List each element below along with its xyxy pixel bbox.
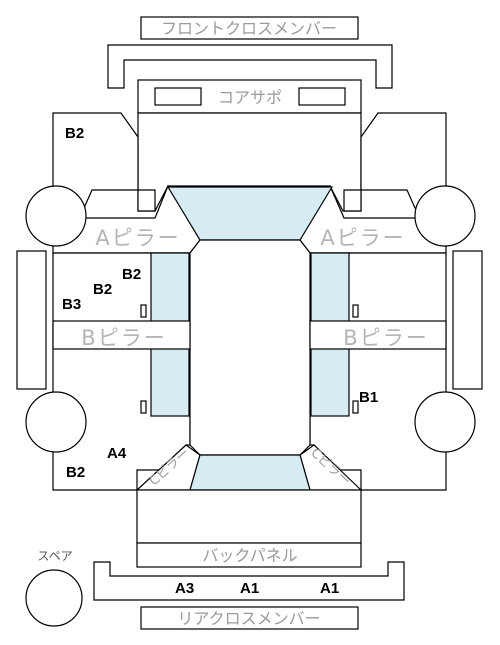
front-left-wheel	[25, 185, 87, 247]
b-pillar-right-bar	[309, 320, 447, 350]
back-panel	[136, 542, 362, 568]
right-lower-marker	[352, 400, 359, 414]
front-right-wheel	[414, 185, 476, 247]
rear-bracket	[93, 561, 405, 601]
rear-trunk	[136, 489, 362, 544]
mark-rear-a3: A3	[175, 580, 194, 597]
left-upper-marker	[140, 304, 147, 318]
mark-left-b2-upper: B2	[122, 266, 141, 283]
front-cross-member-label: フロントクロスメンバー	[161, 19, 337, 38]
roof-opening	[189, 239, 311, 456]
mark-bottom-left-b2: B2	[66, 464, 85, 481]
mark-bottom-left-a4: A4	[107, 445, 127, 462]
b-pillar-left-bar	[52, 320, 191, 350]
mark-top-left-b2: B2	[65, 125, 84, 142]
rear-windshield	[189, 454, 311, 491]
front-bracket	[107, 44, 393, 89]
mark-left-b2-middle: B2	[93, 281, 112, 298]
mark-rear-a1-right: A1	[320, 580, 339, 597]
spare-label: スペア	[37, 549, 72, 563]
back-panel-label: バックパネル	[202, 546, 297, 565]
core-support: コアサポ	[137, 79, 362, 114]
rear-cross-member: リアクロスメンバー	[140, 606, 359, 630]
left-side-door-panel	[16, 250, 47, 390]
a-pillar-left-label: Aピラー	[95, 226, 180, 250]
right-side-door-panel	[452, 250, 483, 390]
rear-left-wheel	[25, 391, 87, 453]
b-pillar-left-label: Bピラー	[81, 326, 166, 350]
mark-left-b3: B3	[62, 296, 81, 313]
mark-right-b1: B1	[359, 389, 378, 406]
rear-right-wheel	[414, 391, 476, 453]
b-pillar-right-label: Bピラー	[343, 326, 428, 350]
right-upper-marker	[352, 304, 359, 318]
rear-cross-member-label: リアクロスメンバー	[177, 609, 320, 628]
spare-tire	[25, 569, 83, 627]
core-support-label: コアサポ	[218, 88, 282, 107]
mark-rear-a1-left: A1	[240, 580, 259, 597]
front-cross-member: フロントクロスメンバー	[140, 16, 359, 40]
left-lower-marker	[140, 400, 147, 414]
a-pillar-right-label: Aピラー	[320, 226, 405, 250]
